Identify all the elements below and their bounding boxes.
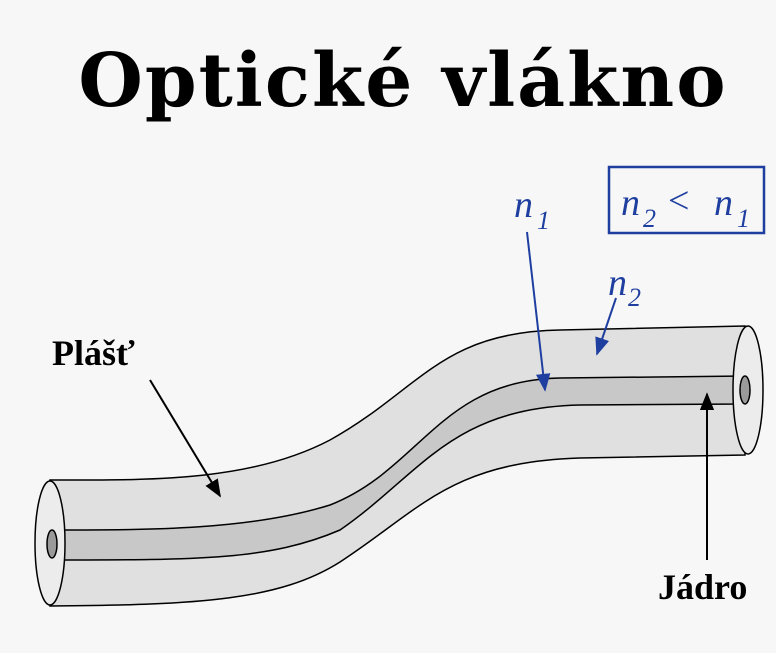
- relation-n1-letter: n: [714, 182, 733, 224]
- relation-box: [607, 165, 766, 235]
- left-core-end: [46, 529, 58, 559]
- n2-letter: n: [608, 262, 627, 304]
- n2-label: n 2: [608, 262, 641, 312]
- core-label: Jádro: [658, 567, 747, 607]
- core-body: [51, 375, 746, 561]
- n2-subscript: 2: [628, 283, 641, 312]
- relation-less-than: <: [668, 180, 689, 222]
- relation-n2-subscript: 2: [643, 204, 656, 233]
- n2-arrow: [595, 297, 617, 356]
- cladding-label: Plášť: [52, 333, 135, 373]
- n1-arrow: [526, 231, 551, 392]
- relation-n2-letter: n: [621, 182, 640, 224]
- page-title: Optické vlákno: [78, 38, 728, 124]
- cladding-arrow: [149, 379, 221, 498]
- n1-subscript: 1: [537, 206, 550, 235]
- n1-label: n 1: [514, 184, 550, 235]
- n1-letter: n: [514, 184, 533, 226]
- relation-n1-subscript: 1: [737, 204, 750, 233]
- relation-text: n 2 < n 1: [621, 180, 750, 233]
- right-core-end: [739, 375, 751, 405]
